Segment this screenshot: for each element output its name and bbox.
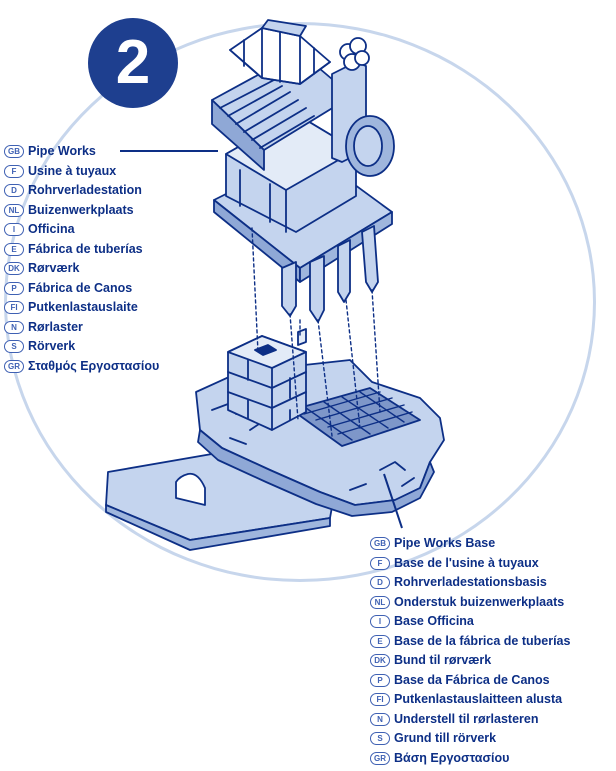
label-text: Rohrverladestation <box>28 183 142 197</box>
label-item: E Base de la fábrica de tuberías <box>370 632 570 652</box>
label-text: Buizenwerkplaats <box>28 202 134 217</box>
pipe-works-machine <box>211 19 395 323</box>
language-badge: DK <box>370 654 390 668</box>
label-item: DK Bund til rørværk <box>370 651 570 671</box>
language-badge: GR <box>4 359 24 373</box>
label-text: Understell til rørlasteren <box>394 711 539 726</box>
label-text: Onderstuk buizenwerkplaats <box>394 594 565 609</box>
label-item: P Fábrica de Canos <box>4 279 159 299</box>
label-item: F Usine à tuyaux <box>4 162 159 182</box>
label-text: Rørværk <box>28 261 80 275</box>
label-text: Fábrica de Canos <box>28 280 133 295</box>
language-badge: S <box>370 732 390 746</box>
label-item: N Rørlaster <box>4 318 159 338</box>
language-badge: NL <box>370 595 390 609</box>
step-number-badge: 2 <box>88 18 178 108</box>
label-text: Putkenlastauslaitteen alusta <box>394 692 563 706</box>
language-badge: D <box>4 184 24 198</box>
label-item: GB Pipe Works Base <box>370 534 570 554</box>
language-badge: P <box>370 673 390 687</box>
language-badge: E <box>4 242 24 256</box>
label-text: Usine à tuyaux <box>28 163 117 178</box>
language-badge: N <box>370 712 390 726</box>
pipe-works-base <box>105 328 445 551</box>
language-badge: E <box>370 634 390 648</box>
label-text: Base Officina <box>394 614 474 628</box>
label-text: Pipe Works Base <box>394 536 496 550</box>
label-item: I Officina <box>4 220 159 240</box>
language-badge: FI <box>370 693 390 707</box>
label-item: FI Putkenlastauslaite <box>4 298 159 318</box>
top-part-labels: GB Pipe Works F Usine à tuyaux D Rohrverlad… <box>4 142 159 376</box>
label-item: S Grund till rörverk <box>370 729 570 749</box>
label-text: Base de l'usine à tuyaux <box>394 555 539 570</box>
language-badge: NL <box>4 203 24 217</box>
language-badge: GB <box>4 145 24 159</box>
language-badge: DK <box>4 262 24 276</box>
label-item: I Base Officina <box>370 612 570 632</box>
label-item: D Rohrverladestation <box>4 181 159 201</box>
language-badge: S <box>4 340 24 354</box>
language-badge: GB <box>370 537 390 551</box>
assembly-guides <box>251 227 381 437</box>
label-text: Officina <box>28 222 75 236</box>
label-item: GR Σταθμός Εργοστασίου <box>4 357 159 377</box>
language-badge: D <box>370 576 390 590</box>
label-item: P Base da Fábrica de Canos <box>370 671 570 691</box>
label-text: Σταθμός Εργοστασίου <box>28 358 160 373</box>
label-text: Rörverk <box>28 339 76 353</box>
label-text: Bund til rørværk <box>394 653 492 667</box>
label-item: D Rohrverladestationsbasis <box>370 573 570 593</box>
label-item: E Fábrica de tuberías <box>4 240 159 260</box>
language-badge: P <box>4 281 24 295</box>
label-text: Fábrica de tuberías <box>28 241 143 256</box>
label-item: NL Onderstuk buizenwerkplaats <box>370 593 570 613</box>
language-badge: FI <box>4 301 24 315</box>
label-text: Rohrverladestationsbasis <box>394 575 547 589</box>
label-text: Βάση Εργοστασίου <box>394 750 510 765</box>
label-text: Pipe Works <box>28 144 96 158</box>
language-badge: F <box>370 556 390 570</box>
language-badge: I <box>4 223 24 237</box>
language-badge: GR <box>370 751 390 765</box>
language-badge: I <box>370 615 390 629</box>
label-item: DK Rørværk <box>4 259 159 279</box>
label-text: Grund till rörverk <box>394 731 497 745</box>
bottom-part-labels: GB Pipe Works Base F Base de l'usine à tuy… <box>370 534 570 768</box>
label-item: F Base de l'usine à tuyaux <box>370 554 570 574</box>
label-item: NL Buizenwerkplaats <box>4 201 159 221</box>
label-item: GB Pipe Works <box>4 142 159 162</box>
label-item: FI Putkenlastauslaitteen alusta <box>370 690 570 710</box>
label-text: Base da Fábrica de Canos <box>394 672 550 687</box>
label-text: Base de la fábrica de tuberías <box>394 633 571 648</box>
language-badge: F <box>4 164 24 178</box>
label-item: N Understell til rørlasteren <box>370 710 570 730</box>
label-item: S Rörverk <box>4 337 159 357</box>
label-text: Putkenlastauslaite <box>28 300 138 314</box>
label-text: Rørlaster <box>28 319 83 334</box>
language-badge: N <box>4 320 24 334</box>
label-item: GR Βάση Εργοστασίου <box>370 749 570 769</box>
